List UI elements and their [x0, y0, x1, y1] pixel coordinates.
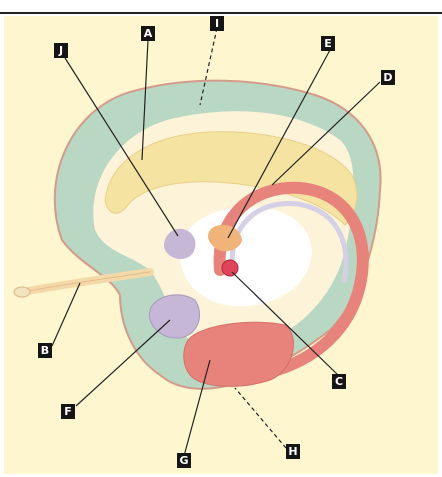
hippocampus: [184, 322, 294, 386]
label-e: E: [321, 36, 335, 51]
label-h: H: [286, 444, 300, 459]
label-j: J: [54, 43, 68, 58]
label-d: D: [381, 70, 395, 85]
mammillary-body: [222, 260, 238, 276]
leader-b: [52, 283, 80, 346]
label-a: A: [141, 26, 155, 41]
leader-h: [235, 388, 286, 448]
label-c: C: [332, 374, 346, 389]
label-i: I: [210, 16, 224, 31]
label-g: G: [177, 453, 191, 468]
olfactory-bulb: [14, 287, 30, 297]
label-f: F: [61, 404, 75, 419]
label-b: B: [38, 343, 52, 358]
